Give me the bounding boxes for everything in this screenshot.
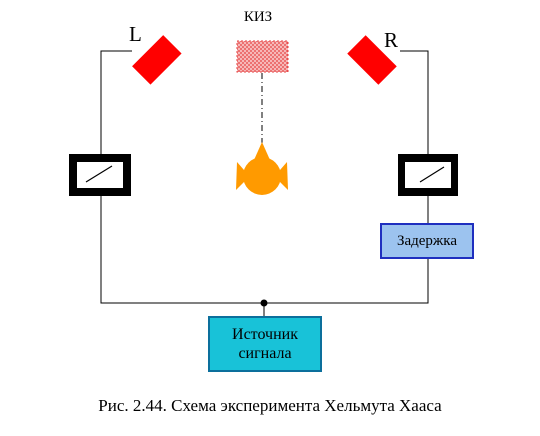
kiz-label: КИЗ (243, 9, 273, 25)
source-label-line2: сигнала (238, 345, 292, 362)
delay-box: Задержка (380, 223, 474, 259)
right-speaker (347, 35, 397, 85)
junction-dot (260, 299, 268, 307)
kiz-box (236, 40, 289, 73)
right-meter-icon (398, 154, 458, 196)
source-label-line1: Источник (232, 326, 298, 343)
left-channel-label: L (129, 22, 142, 46)
delay-label: Задержка (396, 232, 458, 249)
figure-caption: Рис. 2.44. Схема эксперимента Хельмута Х… (98, 396, 442, 415)
listener-head-icon (236, 142, 288, 195)
signal-source-box: Источник сигнала (208, 316, 322, 372)
right-channel-label: R (384, 28, 399, 52)
left-meter-icon (69, 154, 131, 196)
left-speaker (132, 35, 182, 85)
